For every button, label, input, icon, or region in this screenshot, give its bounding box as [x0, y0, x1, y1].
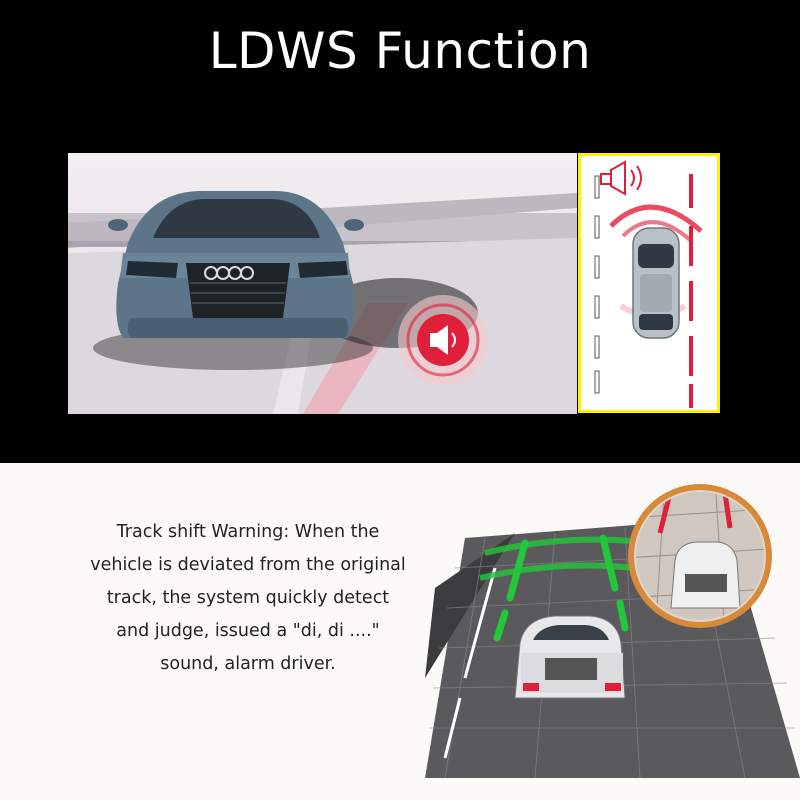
- lane-road-illustration: [425, 478, 800, 778]
- top-view-panel: [578, 153, 720, 413]
- zoom-detail-circle: [628, 484, 772, 628]
- front-car-scene: [68, 153, 577, 414]
- front-car-illustration: [68, 191, 577, 414]
- top-view-illustration: [594, 160, 703, 408]
- car-icon: [632, 227, 680, 339]
- speaker-alarm-icon: [600, 160, 642, 196]
- lane-road-graphic: [425, 484, 800, 778]
- car-icon: [514, 615, 626, 699]
- page-title: LDWS Function: [208, 22, 592, 80]
- description-text: Track shift Warning: When the vehicle is…: [90, 522, 406, 674]
- speaker-alarm-icon: [398, 295, 488, 385]
